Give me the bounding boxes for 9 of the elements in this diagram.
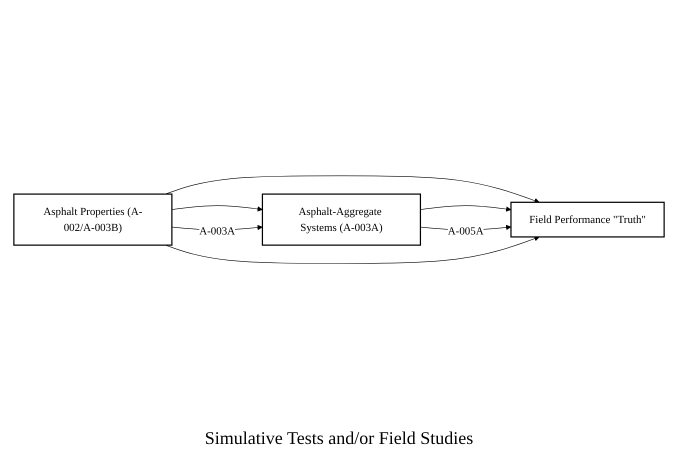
edge-label: A-003A (199, 224, 236, 237)
edge-label: A-005A (448, 224, 484, 237)
arrow (165, 175, 540, 204)
node-box: Asphalt-Aggregate Systems (A-003A) (262, 193, 422, 246)
node-box: Asphalt Properties (A-002/A-003B) (13, 193, 172, 246)
arrow (172, 205, 263, 212)
node-box: Field Performance "Truth" (510, 202, 665, 238)
caption: Simulative Tests and/or Field Studies (204, 428, 474, 448)
arrow (420, 205, 512, 212)
